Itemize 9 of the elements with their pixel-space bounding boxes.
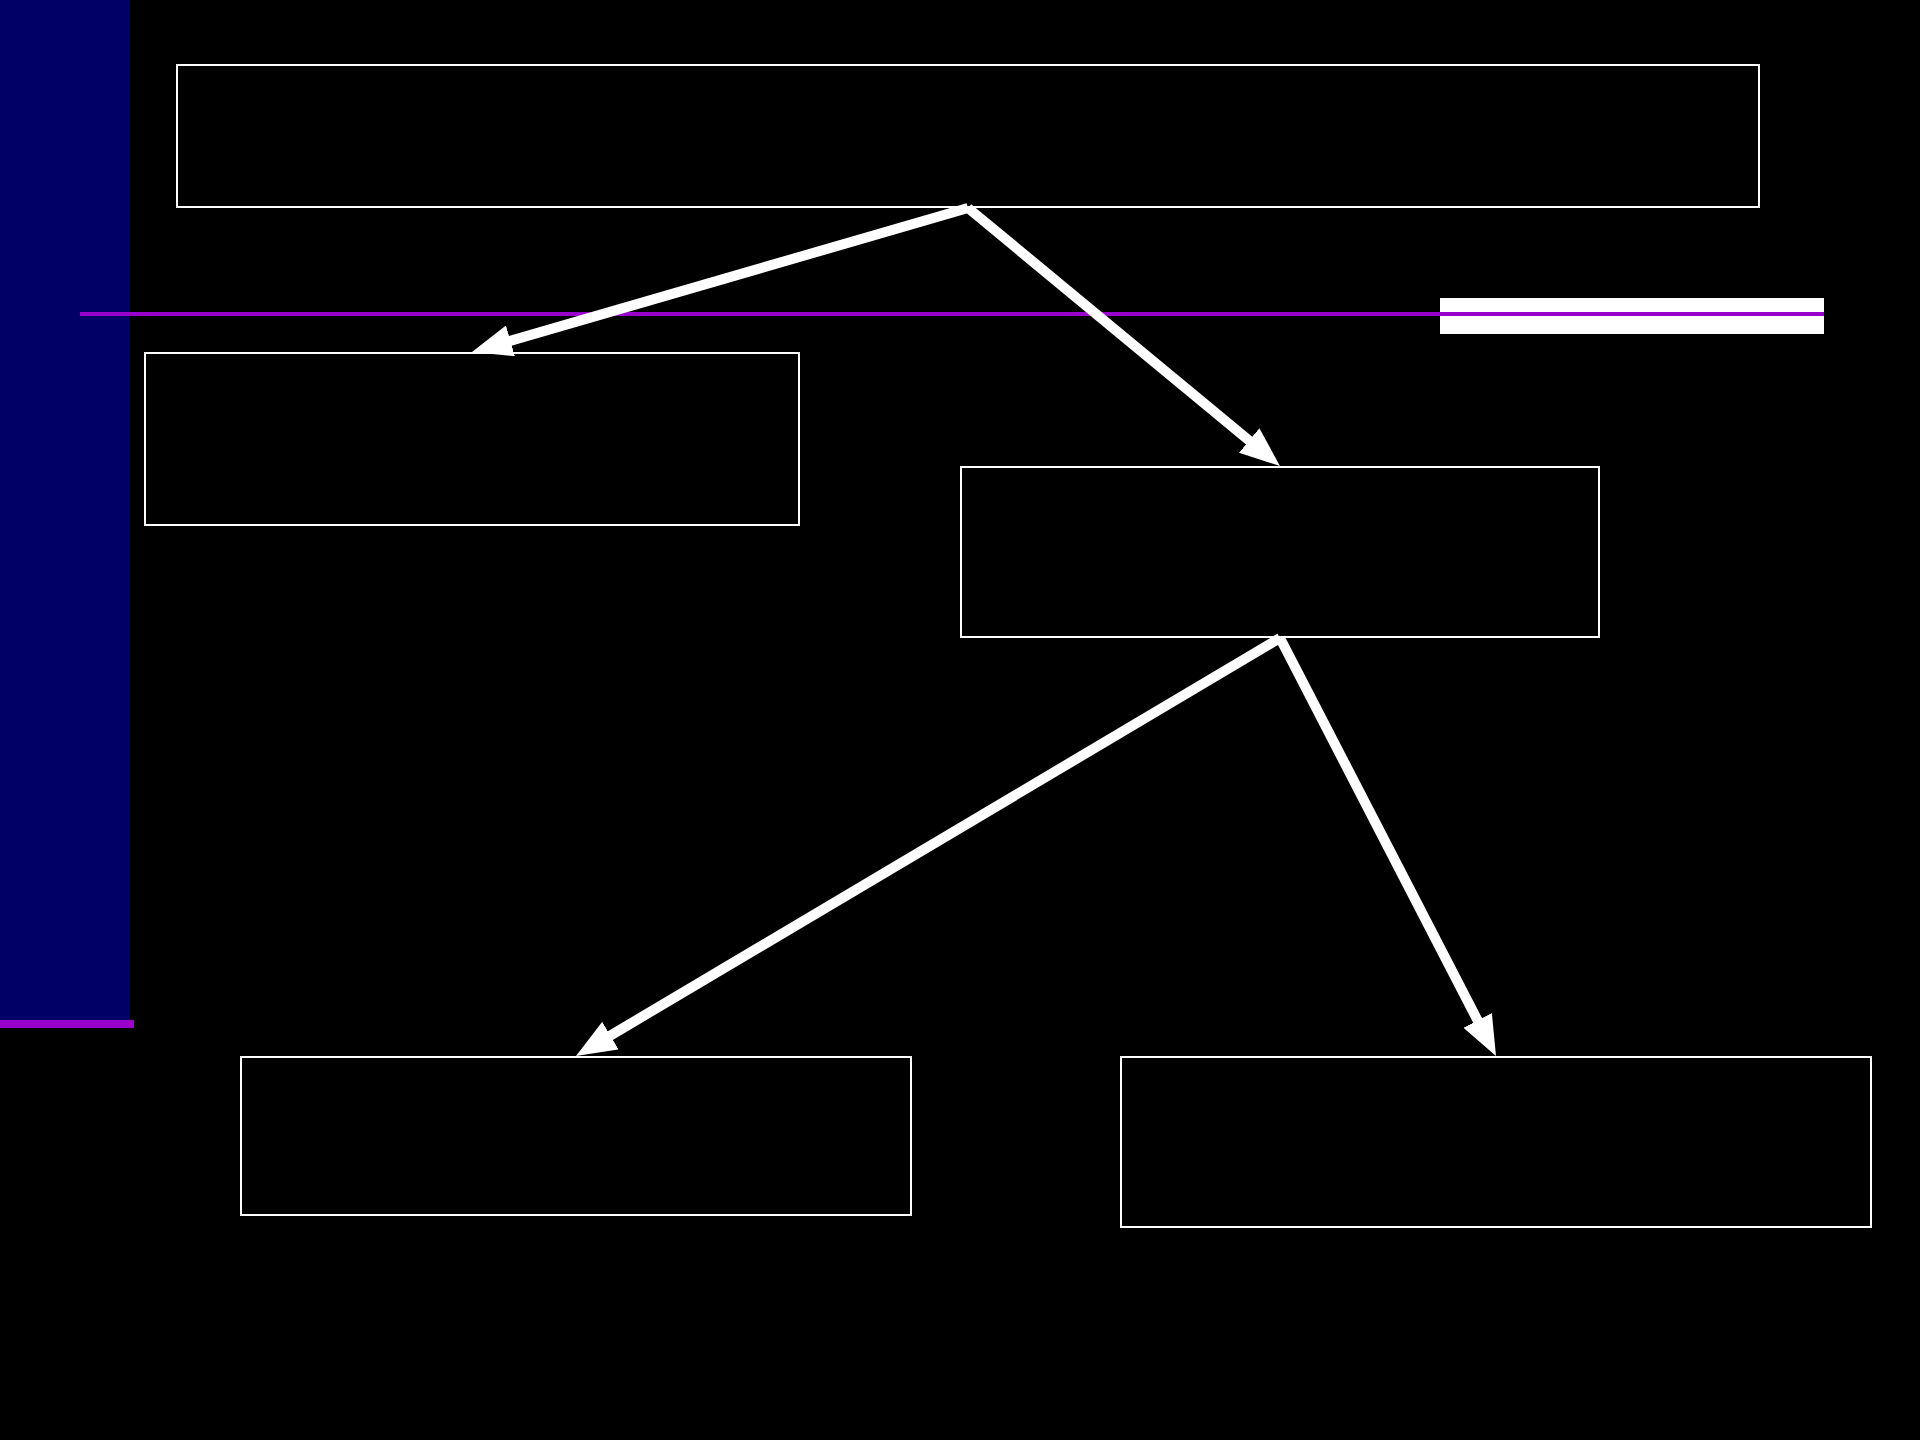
arrow xyxy=(964,204,1280,466)
empty-box xyxy=(1120,1056,1872,1228)
empty-box xyxy=(960,466,1600,638)
empty-box xyxy=(176,64,1760,208)
arrow xyxy=(472,203,970,357)
arrow xyxy=(576,633,1283,1056)
empty-box xyxy=(144,352,800,526)
empty-box xyxy=(240,1056,912,1216)
arrow xyxy=(1275,635,1496,1056)
